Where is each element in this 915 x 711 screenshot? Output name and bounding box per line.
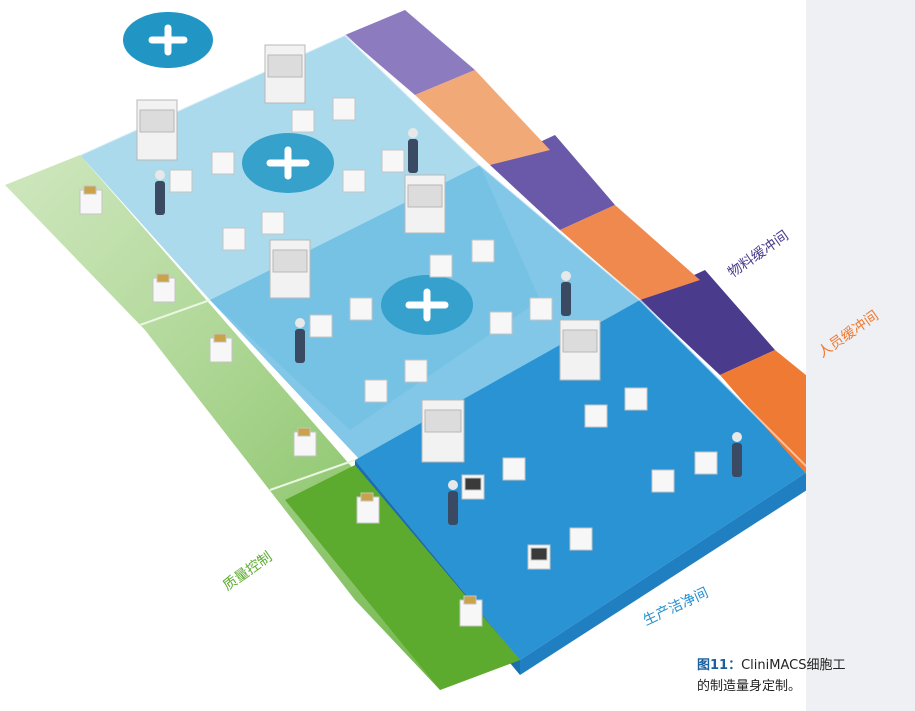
cleanroom-floorplan xyxy=(5,10,806,690)
material-buffer-room xyxy=(345,10,475,95)
workstation-icon xyxy=(293,427,317,457)
side-panel xyxy=(806,0,915,711)
workstation-icon xyxy=(489,311,513,335)
workstation-icon xyxy=(79,185,103,215)
workstation-icon xyxy=(209,333,233,363)
operator-icon xyxy=(732,432,742,477)
workstation-icon xyxy=(152,273,176,303)
workstation-icon xyxy=(169,169,193,193)
biosafety-cabinet-icon xyxy=(136,99,178,161)
workstation-icon xyxy=(211,151,235,175)
workstation-icon xyxy=(694,451,718,475)
operator-icon xyxy=(561,271,571,316)
caption-line-1: CliniMACS细胞工 xyxy=(741,658,846,673)
workstation-icon xyxy=(529,297,553,321)
figure-caption: 图11：CliniMACS细胞工 的制造量身定制。 xyxy=(697,655,915,697)
production-cleanroom xyxy=(355,300,806,660)
workstation-icon xyxy=(404,359,428,383)
biosafety-cabinet-icon xyxy=(269,239,311,299)
workstation-icon xyxy=(381,149,405,173)
workstation-icon xyxy=(651,469,675,493)
workstation-icon xyxy=(356,492,380,524)
workstation-icon xyxy=(261,211,285,235)
material-buffer-room xyxy=(490,135,615,230)
operator-icon xyxy=(408,128,418,173)
biosafety-cabinet-icon xyxy=(421,399,465,463)
caption-line-2: 的制造量身定制。 xyxy=(697,679,802,694)
workstation-icon xyxy=(309,314,333,338)
workstation-icon xyxy=(429,254,453,278)
workstation-icon xyxy=(461,474,485,500)
workstation-icon xyxy=(471,239,495,263)
workstation-icon xyxy=(584,404,608,428)
workstation-icon xyxy=(502,457,526,481)
workstation-icon xyxy=(291,109,315,133)
workstation-icon xyxy=(364,379,388,403)
workstation-icon xyxy=(527,544,551,570)
workstation-icon xyxy=(342,169,366,193)
workstation-icon xyxy=(569,527,593,551)
material-buffer-room xyxy=(640,270,775,375)
cross-badge-icon xyxy=(123,12,213,68)
operator-icon xyxy=(448,480,458,525)
workstation-icon xyxy=(349,297,373,321)
biosafety-cabinet-icon xyxy=(404,174,446,234)
cross-badge-icon xyxy=(381,275,473,335)
personnel-buffer-room xyxy=(415,70,550,165)
biosafety-cabinet-icon xyxy=(264,44,306,104)
operator-icon xyxy=(295,318,305,363)
figure-number: 图11： xyxy=(697,658,742,673)
personnel-buffer-room xyxy=(720,350,806,474)
operator-icon xyxy=(155,170,165,215)
personnel-buffer-room xyxy=(560,205,700,300)
biosafety-cabinet-icon xyxy=(559,319,601,381)
workstation-icon xyxy=(459,595,483,627)
workstation-icon xyxy=(332,97,356,121)
workstation-icon xyxy=(624,387,648,411)
cross-badge-icon xyxy=(242,133,334,193)
workstation-icon xyxy=(222,227,246,251)
